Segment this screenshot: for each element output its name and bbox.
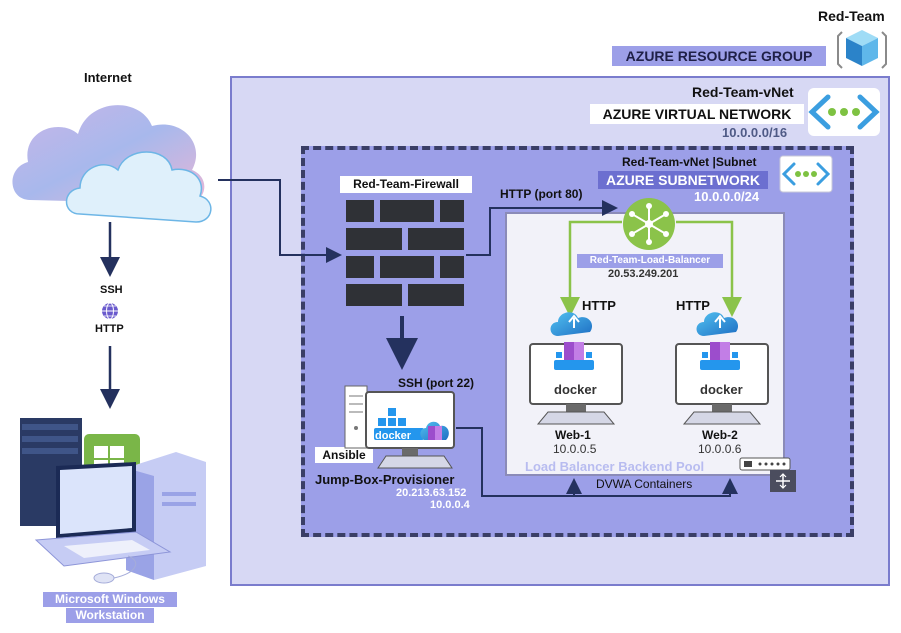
http-port-label: HTTP (port 80) xyxy=(500,187,583,201)
web1-http-label: HTTP xyxy=(582,298,616,313)
subnet-label: AZURE SUBNETWORK xyxy=(598,171,768,189)
vnet-name: Red-Team-vNet xyxy=(692,84,794,100)
vnet-icon xyxy=(808,88,880,136)
web1-name: Web-1 xyxy=(555,428,591,442)
workstation-icon xyxy=(20,418,206,584)
jumpbox-name: Jump-Box-Provisioner xyxy=(315,472,455,487)
web1-ip: 10.0.0.5 xyxy=(553,442,597,456)
resource-group-label: AZURE RESOURCE GROUP xyxy=(612,46,826,66)
jumpbox-docker-label: docker xyxy=(375,430,412,442)
internet-label: Internet xyxy=(84,70,132,85)
firewall-icon xyxy=(346,200,464,306)
web2-container-icon xyxy=(696,312,740,370)
web2-docker-label: docker xyxy=(700,382,743,397)
firewall-to-load-balancer-connector xyxy=(466,200,618,256)
http-protocol-label: HTTP xyxy=(95,323,124,335)
internet-cloud-icon xyxy=(12,105,212,223)
lb-to-web2-connector xyxy=(676,220,742,317)
vnet-cidr: 10.0.0.0/16 xyxy=(722,125,788,140)
subnet-icon xyxy=(779,155,833,193)
lb-to-web1-connector xyxy=(560,220,622,317)
jumpbox-container-icon xyxy=(374,408,449,440)
load-balancer-label: Red-Team-Load-Balancer xyxy=(577,254,723,268)
jumpbox-to-web2-connector xyxy=(456,427,738,497)
web1-container-icon xyxy=(550,312,594,370)
resource-group-name: Red-Team xyxy=(818,8,885,24)
subnet-cidr: 10.0.0.0/24 xyxy=(694,189,760,204)
ssh-protocol-label: SSH xyxy=(100,284,123,296)
ansible-label: Ansible xyxy=(315,447,373,463)
workstation-label-line1: Microsoft Windows xyxy=(43,592,177,607)
web2-name: Web-2 xyxy=(702,428,738,442)
load-balancer-ip: 20.53.249.201 xyxy=(608,268,679,280)
firewall-label: Red-Team-Firewall xyxy=(340,176,472,193)
jumpbox-private-ip: 10.0.0.4 xyxy=(430,499,470,511)
web2-http-label: HTTP xyxy=(676,298,710,313)
jumpbox-public-ip: 20.213.63.152 xyxy=(396,487,467,499)
subnet-name: Red-Team-vNet |Subnet xyxy=(622,155,757,169)
ssh-port-label: SSH (port 22) xyxy=(398,376,475,390)
vnet-label: AZURE VIRTUAL NETWORK xyxy=(590,104,804,124)
dvwa-label: DVWA Containers xyxy=(596,477,693,491)
web2-ip: 10.0.0.6 xyxy=(698,442,742,456)
load-balancer-icon xyxy=(623,198,675,250)
resource-group-cube-icon xyxy=(837,30,887,69)
internet-to-firewall-connector xyxy=(218,179,342,263)
web1-docker-label: docker xyxy=(554,382,597,397)
globe-icon xyxy=(102,302,118,320)
backend-pool-icon xyxy=(739,457,796,492)
workstation-label-line2: Workstation xyxy=(66,608,154,623)
backend-pool-label: Load Balancer Backend Pool xyxy=(525,459,705,474)
